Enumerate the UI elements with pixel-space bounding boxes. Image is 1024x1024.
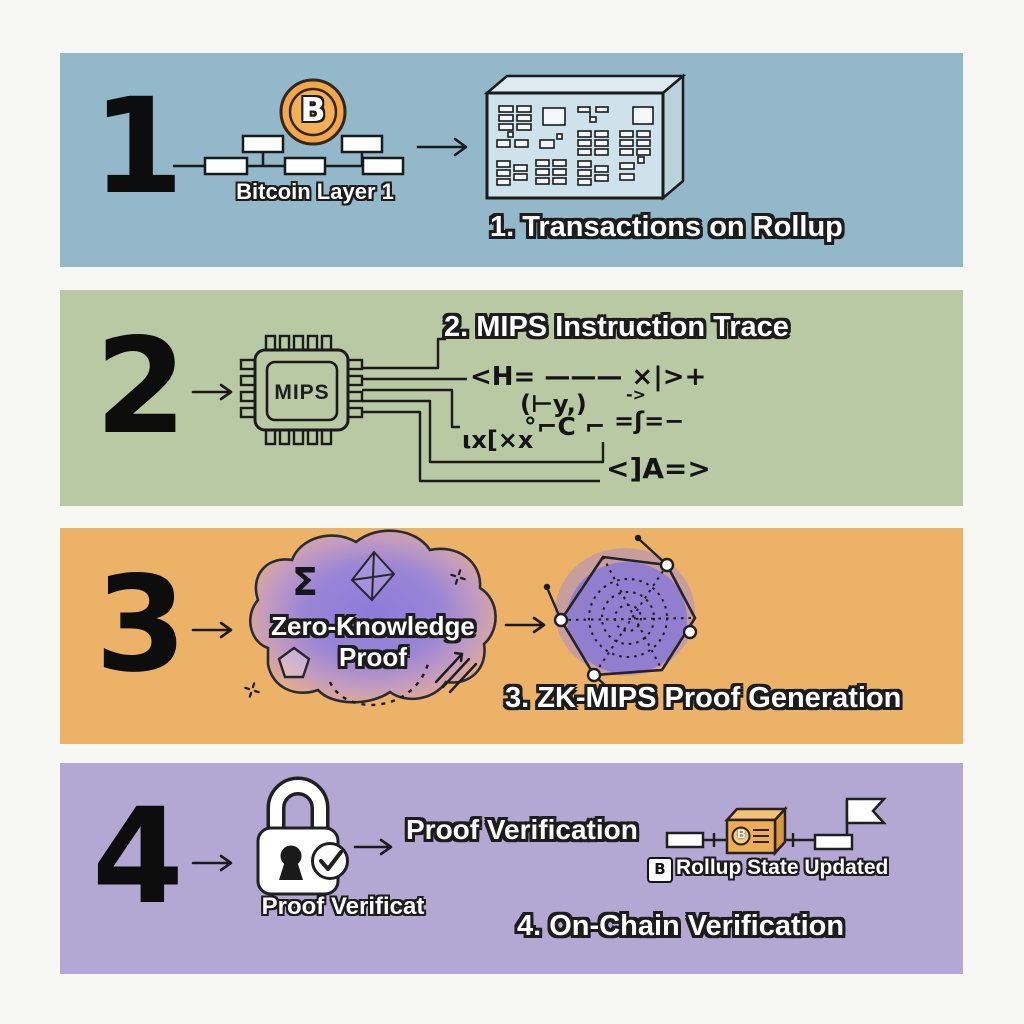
step3-number: 3: [95, 548, 187, 702]
bitcoin-layer1-label: Bitcoin Layer 1: [236, 179, 394, 204]
pentagon-icon: [277, 646, 311, 679]
trace-formula-line2: (⊢y,): [520, 390, 587, 418]
step4-band: [60, 763, 963, 974]
mips-chip-icon: [239, 334, 364, 446]
trace-formula-line3a: ιx[×x: [462, 426, 534, 454]
trace-formula-line3c: =ʃ=−: [614, 407, 685, 435]
trace-formula-line2b: ->: [626, 385, 647, 404]
mips-chip-label: MIPS: [274, 381, 330, 404]
step4-arrow-icon: [191, 854, 233, 872]
block-chain-with-bitcoin-cube-icon: [665, 797, 887, 857]
trace-formula-line3b: °⌐C ⌐: [524, 412, 606, 441]
step1-title: 1. Transactions on Rollup: [490, 211, 843, 243]
cube-bitcoin-symbol: B: [737, 827, 746, 841]
blockchain-tree-icon: [173, 134, 405, 176]
step3-title: 3. ZK-MIPS Proof Generation: [505, 682, 902, 714]
step4-title: 4. On-Chain Verification: [517, 910, 845, 942]
trace-formula-line1: <H= ——— ×|>+: [470, 362, 707, 392]
verified-padlock-icon: [256, 776, 349, 896]
flag-icon: [845, 797, 887, 836]
step4-number: 4: [92, 780, 184, 934]
step3-band: [60, 528, 963, 744]
step3-arrow2-icon: [504, 616, 546, 634]
hatch-lines-icon: [434, 651, 478, 694]
sparkle-icon: [244, 569, 466, 698]
instruction-trace-lines: [362, 337, 605, 483]
dashed-arc: [328, 663, 430, 707]
padlock-label: Proof Verificat: [261, 893, 425, 920]
rollup-state-label: Rollup State Updated: [676, 856, 889, 879]
proof-hexagon-graph-icon: [543, 534, 698, 705]
zk-proof-cloud-icon: [244, 529, 497, 707]
bitcoin-coin-icon: [279, 78, 347, 146]
step2-band: [60, 290, 963, 506]
step2-arrow-icon: [191, 383, 233, 401]
proof-verification-title: Proof Verification: [406, 814, 638, 845]
step1-number: 1: [92, 70, 184, 224]
transactions-batch-box-icon: [483, 73, 687, 201]
bitcoin-badge-icon: B: [647, 857, 673, 883]
step4-arrow2-icon: [353, 838, 393, 856]
bitcoin-symbol: B: [300, 90, 326, 129]
step3-arrow-icon: [191, 621, 233, 639]
step1-arrow-icon: [416, 137, 468, 157]
trace-formula-line4: <]A=>: [606, 452, 711, 485]
zk-cloud-label-line2: Proof: [339, 642, 407, 672]
step2-number: 2: [95, 310, 187, 464]
kite-shape-icon: [350, 550, 396, 602]
step2-title: 2. MIPS Instruction Trace: [444, 311, 789, 343]
sigma-symbol: Σ: [292, 560, 318, 604]
check-circle-icon: [311, 842, 349, 880]
zk-cloud-label-line1: Zero-Knowledge: [271, 611, 475, 641]
